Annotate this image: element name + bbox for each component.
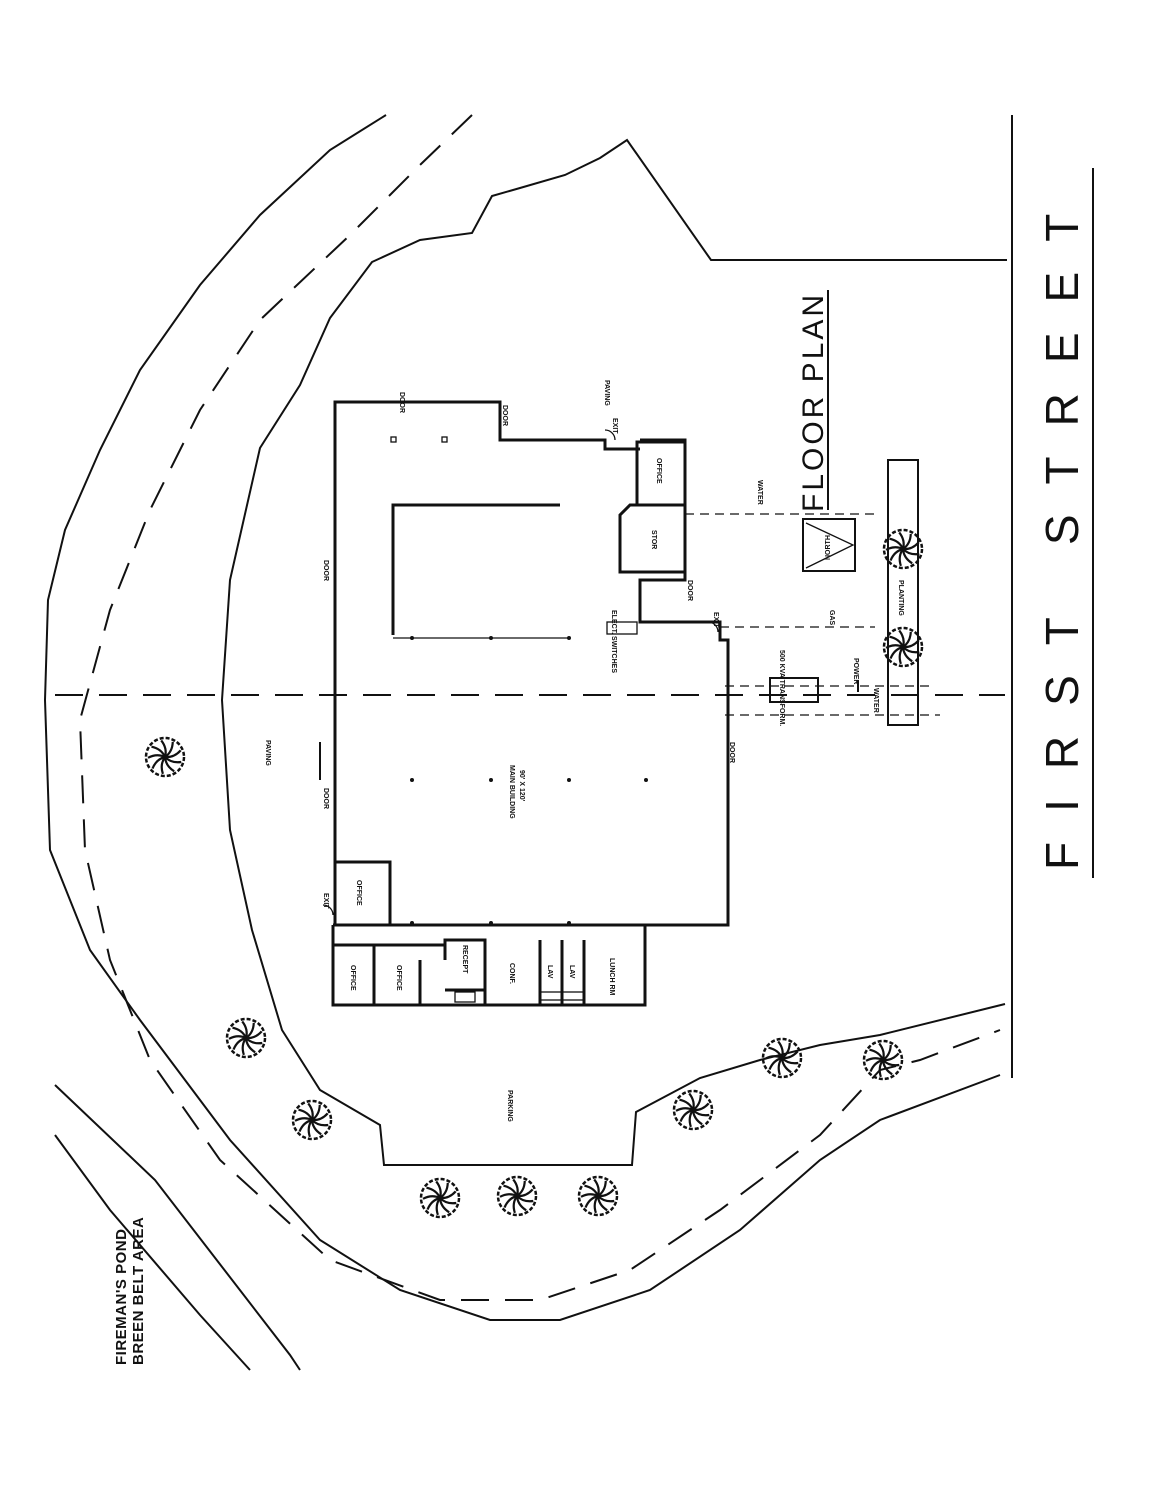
north-arrow-box bbox=[802, 518, 856, 572]
column-marker bbox=[410, 636, 414, 640]
pond-edge-line bbox=[54, 1084, 301, 1371]
building-outline bbox=[390, 505, 730, 927]
column-marker bbox=[410, 778, 414, 782]
column-marker bbox=[567, 778, 571, 782]
north-arrow: NORTH bbox=[802, 518, 856, 572]
office-label: OFFICE bbox=[355, 880, 362, 906]
column-marker bbox=[489, 778, 493, 782]
planting-strip bbox=[887, 459, 919, 726]
water-label: WATER bbox=[872, 688, 879, 713]
office-wing-outline bbox=[331, 925, 647, 1007]
main-building-size-label: 90' X 120' bbox=[518, 770, 525, 802]
elect-switches-label: ELECT. SWITCHES bbox=[610, 610, 617, 673]
column-marker bbox=[441, 436, 448, 443]
conf-label: CONF. bbox=[508, 963, 515, 984]
tree-icon bbox=[672, 1089, 714, 1131]
door-label: DOOR bbox=[398, 392, 405, 413]
office-label: OFFICE bbox=[349, 965, 356, 991]
tree-icon bbox=[882, 528, 924, 570]
lav-label: LAV bbox=[568, 965, 575, 979]
paving-label: PAVING bbox=[603, 380, 610, 406]
tree-icon bbox=[577, 1175, 619, 1217]
tree-icon bbox=[761, 1037, 803, 1079]
column-marker bbox=[489, 921, 493, 925]
office-label: OFFICE bbox=[395, 965, 402, 991]
transformer-label: 500 KVA TRANSFORM. bbox=[778, 650, 785, 726]
pond-edge-line bbox=[54, 1134, 251, 1371]
column-marker bbox=[644, 778, 648, 782]
reception-door bbox=[454, 991, 476, 1003]
water-label: WATER bbox=[756, 480, 763, 505]
green-belt-dashed-path bbox=[78, 114, 1001, 1301]
power-label: POWER bbox=[852, 658, 859, 684]
door-label: DOOR bbox=[501, 405, 508, 426]
lav-fixture bbox=[539, 991, 585, 1001]
office-room bbox=[333, 860, 392, 927]
trees bbox=[144, 528, 924, 1219]
gas-label: GAS bbox=[828, 610, 835, 626]
door-label: DOOR bbox=[686, 580, 693, 601]
interior-wall bbox=[391, 503, 560, 635]
north-label: NORTH bbox=[825, 535, 832, 560]
planting-label: PLANTING bbox=[897, 580, 904, 616]
lav-label: LAV bbox=[546, 965, 553, 979]
exit-door-swing bbox=[322, 904, 334, 916]
pond-outer-curve bbox=[43, 114, 1001, 1321]
floor-plan-title: FLOOR PLAN bbox=[797, 292, 830, 512]
tree-icon bbox=[882, 626, 924, 668]
parking-label: PARKING bbox=[506, 1090, 513, 1122]
tree-icon bbox=[862, 1039, 904, 1081]
office-label: OFFICE bbox=[655, 458, 662, 484]
exit-label: EXIT bbox=[322, 893, 329, 909]
stor-label: STOR bbox=[650, 530, 657, 549]
column-marker bbox=[489, 636, 493, 640]
exit-label: EXIT bbox=[712, 612, 719, 628]
recept-label: RECEPT bbox=[461, 945, 468, 974]
area-note-line1: FIREMAN'S POND bbox=[113, 1229, 130, 1365]
building-outline bbox=[333, 400, 640, 640]
main-building bbox=[319, 400, 730, 1007]
door-label: DOOR bbox=[322, 560, 329, 581]
tree-icon bbox=[419, 1177, 461, 1219]
paving-label: PAVING bbox=[264, 740, 271, 766]
column-marker bbox=[567, 636, 571, 640]
column-marker bbox=[390, 436, 397, 443]
tree-icon bbox=[496, 1175, 538, 1217]
main-building-label: MAIN BUILDING bbox=[508, 765, 515, 819]
tree-icon bbox=[225, 1017, 267, 1059]
lunch-rm-label: LUNCH RM bbox=[608, 958, 615, 995]
tree-icon bbox=[144, 736, 186, 778]
exit-label: EXIT bbox=[611, 418, 618, 434]
street-name: FIRST STREET bbox=[1036, 184, 1088, 870]
column-marker bbox=[567, 921, 571, 925]
transformer-box bbox=[769, 677, 819, 703]
north-arrow-triangle bbox=[805, 522, 855, 569]
first-street: FIRST STREET bbox=[1011, 115, 1094, 1078]
storage-room bbox=[618, 503, 687, 574]
door-label: DOOR bbox=[728, 742, 735, 763]
door-label: DOOR bbox=[322, 788, 329, 809]
area-note-line2: BREEN BELT AREA bbox=[130, 1217, 147, 1365]
exit-door-swing bbox=[707, 621, 719, 633]
column-marker bbox=[410, 921, 414, 925]
electric-switches bbox=[606, 621, 638, 635]
interior-wall bbox=[443, 938, 487, 1005]
lot-boundary-line bbox=[220, 138, 1007, 1166]
tree-icon bbox=[291, 1099, 333, 1141]
exit-door-swing bbox=[604, 429, 616, 441]
